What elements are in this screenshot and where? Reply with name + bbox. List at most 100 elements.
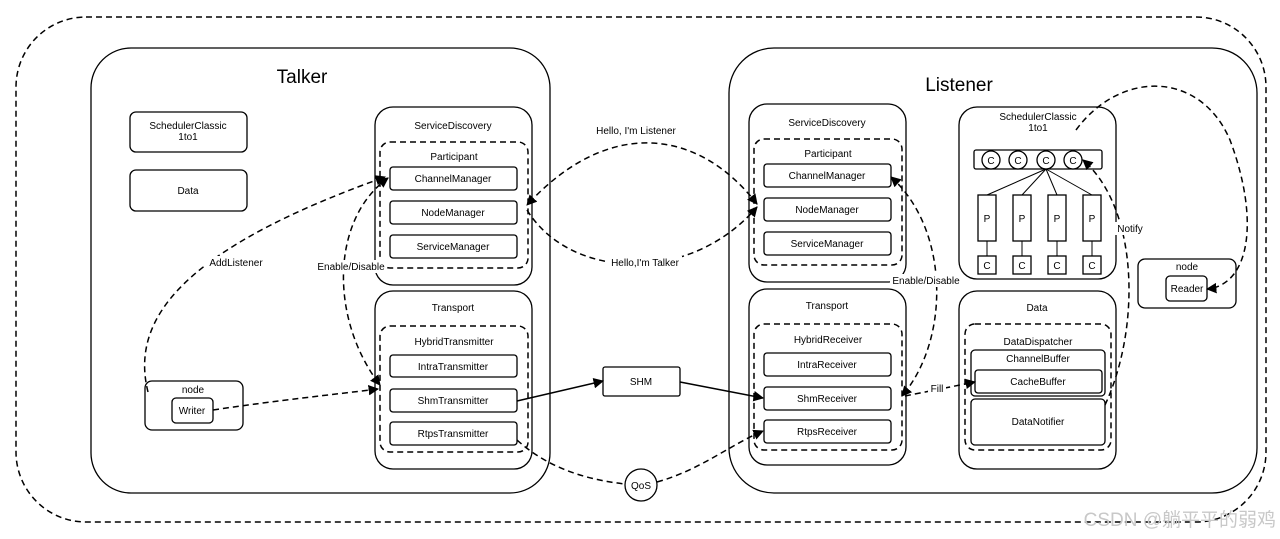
processor-label: P (1054, 214, 1061, 225)
outer-system-frame (15, 16, 1267, 523)
hello-talker-label-bg (608, 256, 682, 269)
processor-task-box (1082, 255, 1102, 275)
talker-channel-manager-label: ChannelManager (415, 174, 492, 185)
qos-label: QoS (631, 481, 651, 492)
data-notifier-label: DataNotifier (1012, 417, 1065, 428)
enable-disable-left-label: Enable/Disable (317, 262, 385, 273)
listener-data-label: Data (1026, 303, 1048, 314)
qos-to-rtps-receiver-edge (656, 429, 764, 483)
processor-link (1045, 168, 1058, 196)
listener-hybrid-frame (753, 323, 903, 451)
coroutine-circle (1063, 150, 1083, 170)
shm-transmitter-to-shm-edge (516, 378, 605, 402)
listener-channel-manager-label: ChannelManager (789, 171, 866, 182)
qos-circle (624, 468, 658, 502)
processor-task-label: C (1018, 261, 1025, 272)
writer-to-transport-edge (212, 384, 380, 411)
talker-node-manager (389, 200, 518, 225)
talker-transport-label: Transport (432, 303, 475, 314)
hello-listener-label-bg (590, 124, 682, 137)
data-notifier (970, 398, 1106, 446)
listener-service-discovery-label: ServiceDiscovery (788, 118, 865, 129)
coroutine-circle-label: C (1042, 156, 1049, 167)
listener-participant-label: Participant (804, 149, 851, 160)
processor-group: P C P C P C P C (977, 168, 1102, 275)
hello-talker-label: Hello,I'm Talker (611, 258, 680, 269)
hello-talker-edge (526, 206, 758, 265)
hello-listener-label: Hello, I'm Listener (596, 126, 676, 137)
intra-receiver-label: IntraReceiver (797, 360, 857, 371)
enable-disable-left-label-bg (316, 260, 386, 273)
coroutine-circle-label: C (1014, 156, 1021, 167)
intra-transmitter-label: IntraTransmitter (418, 362, 489, 373)
listener-title: Listener (925, 75, 993, 96)
rtps-transmitter-label: RtpsTransmitter (418, 429, 489, 440)
listener-node-label: node (1176, 262, 1199, 273)
writer-box (171, 397, 214, 424)
processor-task-box (1047, 255, 1067, 275)
fill-label: Fill (931, 384, 944, 395)
coroutine-circle-label: C (987, 156, 994, 167)
processor-label: P (1089, 214, 1096, 225)
talker-participant-label: Participant (430, 152, 477, 163)
fill-label-bg (928, 382, 946, 394)
rtps-transmitter (389, 421, 518, 446)
coroutine-circle-label: C (1069, 156, 1076, 167)
rtps-receiver-label: RtpsReceiver (797, 427, 858, 438)
watermark: CSDN @躺平平的弱鸡 (1084, 509, 1276, 531)
rtps-receiver (763, 419, 892, 444)
talker-node-manager-label: NodeManager (421, 208, 485, 219)
hello-listener-edge (526, 142, 758, 206)
intra-transmitter (389, 354, 518, 378)
writer-label: Writer (179, 406, 206, 417)
coroutine-circle (981, 150, 1001, 170)
listener-hybrid-label: HybridReceiver (794, 335, 863, 346)
channel-buffer-label: ChannelBuffer (1006, 354, 1070, 365)
rtps-to-qos-edge (516, 439, 626, 485)
talker-channel-manager (389, 166, 518, 191)
talker-service-manager (389, 234, 518, 259)
notify-label-bg (1114, 222, 1146, 235)
talker-node-label: node (182, 385, 205, 396)
reader-label: Reader (1171, 284, 1204, 295)
data-dispatcher-frame (964, 323, 1112, 451)
talker-scheduler-box (129, 111, 248, 153)
listener-node-manager-label: NodeManager (795, 205, 859, 216)
cache-buffer-label: CacheBuffer (1010, 377, 1066, 388)
shm-to-shm-receiver-edge (679, 381, 765, 402)
processor-task-label: C (1088, 261, 1095, 272)
scheduler-to-reader-edge (1075, 85, 1248, 294)
processor-link (1045, 168, 1093, 196)
processor-label: P (1019, 214, 1026, 225)
processor-task-label: C (983, 261, 990, 272)
processor-link (986, 168, 1047, 196)
talker-data-label: Data (177, 186, 199, 197)
processor-task-box (977, 255, 997, 275)
notify-label: Notify (1117, 224, 1143, 235)
shm-receiver-label: ShmReceiver (797, 394, 858, 405)
coroutine-circle (1008, 150, 1028, 170)
talker-service-manager-label: ServiceManager (417, 242, 490, 253)
enable-disable-right-label-bg (890, 274, 962, 287)
processor-label: P (984, 214, 991, 225)
talker-hybrid-label: HybridTransmitter (414, 337, 494, 348)
processor-link (1021, 168, 1047, 196)
processor-task-label: C (1053, 261, 1060, 272)
enable-disable-right-label: Enable/Disable (892, 276, 960, 287)
talker-service-discovery-label: ServiceDiscovery (414, 121, 491, 132)
listener-service-manager-label: ServiceManager (791, 239, 864, 250)
talker-data-box (129, 169, 248, 212)
add-listener-label-bg (206, 256, 266, 269)
listener-transport-label: Transport (806, 301, 849, 312)
shm-label: SHM (630, 377, 652, 388)
processor-task-box (1012, 255, 1032, 275)
talker-title: Talker (277, 67, 328, 88)
listener-channel-manager (763, 163, 892, 188)
add-listener-label: AddListener (209, 258, 263, 269)
talker-hybrid-frame (379, 325, 529, 453)
